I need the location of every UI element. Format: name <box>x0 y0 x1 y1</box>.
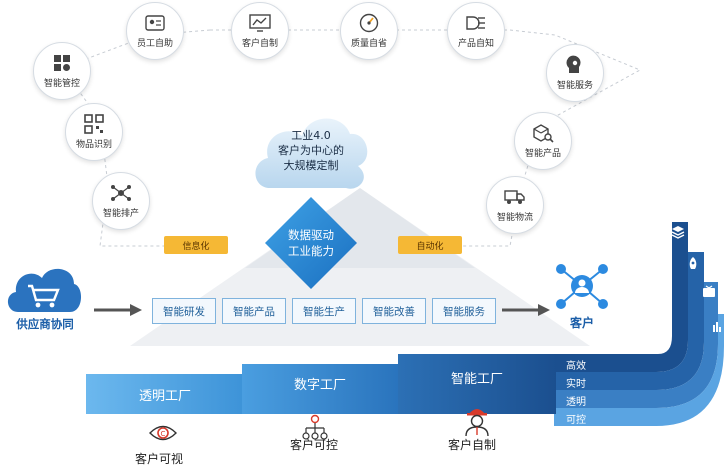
circle-label: 产品自知 <box>457 39 494 49</box>
module-product: 智能产品 <box>222 298 286 324</box>
eye-icon: C <box>149 425 177 441</box>
circle-label: 智能排产 <box>102 209 139 219</box>
circle-label: 智能服务 <box>556 81 593 91</box>
diamond-shape <box>265 197 357 289</box>
circle-item-recognition: 物品识别 <box>65 103 123 161</box>
circle-label: 物品识别 <box>75 140 112 150</box>
light-icon <box>465 13 487 33</box>
supplier-cloud-icon <box>7 268 82 312</box>
diamond-line1: 数据驱动 <box>288 228 334 242</box>
label-customer-self-made: 客户自制 <box>448 438 497 452</box>
customer-network-icon <box>556 264 608 309</box>
box-search-icon <box>532 123 554 143</box>
customer-label: 客户 <box>569 316 594 330</box>
control-network-icon <box>302 414 328 440</box>
chart-monitor-icon <box>249 13 271 33</box>
truck-icon <box>504 187 526 207</box>
rocket-icon <box>686 256 700 272</box>
network-icon <box>110 183 132 203</box>
cloud-shape <box>255 118 368 189</box>
cloud-line3: 大规模定制 <box>283 159 339 172</box>
id-card-icon <box>144 13 166 33</box>
arrow-right <box>502 304 550 316</box>
chart-icon <box>712 318 722 332</box>
circle-smart-service: 智能服务 <box>546 44 604 102</box>
layers-icon <box>670 224 686 240</box>
tag-automation: 自动化 <box>398 236 462 254</box>
diamond-line2: 工业能力 <box>288 244 334 258</box>
circle-smart-logistics: 智能物流 <box>486 176 544 234</box>
band-label-controllable: 可控 <box>566 415 586 426</box>
circle-customer-self-made: 客户自制 <box>231 2 289 60</box>
cloud-text: 工业4.0 客户为中心的 大规模定制 <box>268 128 354 173</box>
step-smart-factory: 智能工厂 <box>398 354 556 414</box>
band-label-transparent: 透明 <box>566 397 586 408</box>
diamond-text: 数据驱动 工业能力 <box>278 227 344 259</box>
worker-icon <box>465 409 489 436</box>
circle-employee-self-service: 员工自助 <box>126 2 184 60</box>
svg-text:C: C <box>161 430 166 438</box>
circle-smart-scheduling: 智能排产 <box>92 172 150 230</box>
label-customer-visible: 客户可视 <box>135 452 184 466</box>
module-service: 智能服务 <box>432 298 496 324</box>
band-label-efficient: 高效 <box>566 361 586 372</box>
circle-label: 智能管控 <box>43 79 80 89</box>
supplier-label: 供应商协同 <box>16 317 74 331</box>
circle-label: 员工自助 <box>136 39 173 49</box>
gauge-icon <box>358 13 380 33</box>
band-label-realtime: 实时 <box>566 379 586 390</box>
circle-product-self-aware: 产品自知 <box>447 2 505 60</box>
arrow-left <box>94 304 142 316</box>
label-customer-controllable: 客户可控 <box>290 438 339 452</box>
cloud-line2: 客户为中心的 <box>278 144 344 157</box>
step-digital-factory: 数字工厂 <box>242 364 398 414</box>
circle-smart-product: 智能产品 <box>514 112 572 170</box>
module-rd: 智能研发 <box>152 298 216 324</box>
step-transparent-factory: 透明工厂 <box>86 374 244 414</box>
circle-smart-control: 智能管控 <box>33 42 91 100</box>
qr-code-icon <box>83 114 105 134</box>
circle-label: 智能物流 <box>496 213 533 223</box>
head-gear-icon <box>564 55 586 75</box>
circle-label: 客户自制 <box>241 39 278 49</box>
module-improve: 智能改善 <box>362 298 426 324</box>
tag-informatization: 信息化 <box>164 236 228 254</box>
circle-label: 质量自省 <box>350 39 387 49</box>
circle-label: 智能产品 <box>524 149 561 159</box>
cloud-line1: 工业4.0 <box>291 129 331 142</box>
tv-icon <box>702 284 716 298</box>
gear-shield-icon <box>51 53 73 73</box>
module-production: 智能生产 <box>292 298 356 324</box>
circle-quality-self-check: 质量自省 <box>340 2 398 60</box>
